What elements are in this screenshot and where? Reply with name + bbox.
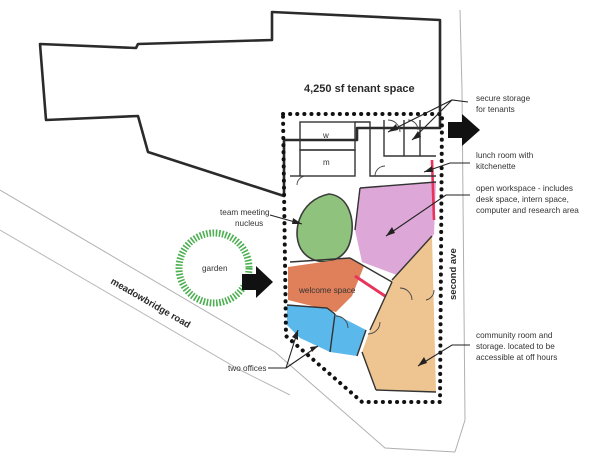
diagram-title: 4,250 sf tenant space xyxy=(304,83,415,95)
second-ave-edge-1 xyxy=(454,9,466,453)
garden-ring xyxy=(175,229,253,307)
existing-building-outline xyxy=(38,10,442,198)
team-meeting-label-line2: nucleus xyxy=(235,219,263,228)
community-room-label-line3: accessible at off hours xyxy=(476,353,557,362)
room-w-label: w xyxy=(322,131,329,140)
door-swings xyxy=(296,119,435,335)
offices-zone xyxy=(287,305,366,356)
welcome-space-label: welcome space xyxy=(298,286,356,295)
community-room-label-line2: storage. located to be xyxy=(476,342,555,351)
meadowbridge-road-edge-3 xyxy=(274,351,456,453)
community-room-zone xyxy=(362,236,436,392)
red-accent-welcome xyxy=(354,274,386,298)
open-workspace-label-line2: desk space, intern space, xyxy=(476,195,569,204)
meadowbridge-road-edge-1 xyxy=(0,189,276,353)
secure-storage-label-line1: secure storage xyxy=(476,94,531,103)
interior-walls xyxy=(286,120,437,393)
entry-arrow-west xyxy=(242,266,273,298)
entry-arrow-east xyxy=(448,114,480,146)
room-m-label: m xyxy=(323,158,330,167)
lunch-room-label-line1: lunch room with xyxy=(476,151,534,160)
community-room-label-line1: community room and xyxy=(476,331,553,340)
welcome-space-zone xyxy=(288,258,364,312)
open-workspace-label-line1: open workspace - includes xyxy=(476,184,573,193)
garden-label: garden xyxy=(202,264,228,273)
leader-arrowheads xyxy=(292,124,433,366)
meadowbridge-road-edge-2 xyxy=(0,229,291,396)
lunch-room-label-line2: kitchenette xyxy=(476,162,516,171)
second-ave-label: second ave xyxy=(448,248,459,300)
two-offices-label: two offices xyxy=(228,364,267,373)
team-meeting-label-line1: team meeting xyxy=(220,208,270,217)
open-workspace-label-line3: computer and research area xyxy=(476,206,579,215)
secure-storage-label-line2: for tenants xyxy=(476,105,515,114)
team-meeting-circle xyxy=(296,193,353,263)
